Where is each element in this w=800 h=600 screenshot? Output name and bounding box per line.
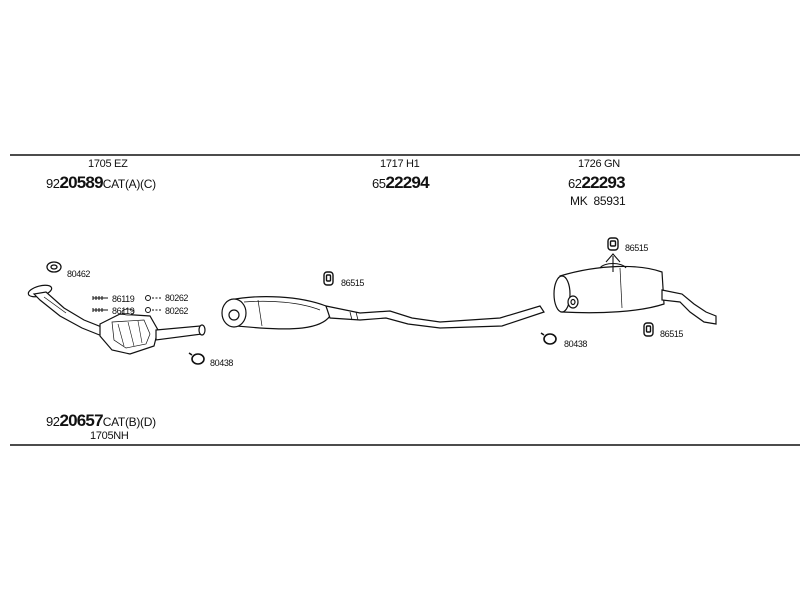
bottom-code: 1705NH <box>90 430 129 442</box>
part-number-rear-muffler: 6222293 <box>568 173 626 193</box>
callout-clamp-front: 80438 <box>210 358 234 368</box>
callout-bolt-2: 86119 <box>112 306 135 316</box>
clamp-rear-part <box>540 332 557 345</box>
callout-bolt-1: 86119 <box>112 294 135 304</box>
header-code-right: 1726 GN <box>578 158 620 170</box>
part-number-front-cat-b: 9220657CAT(B)(D) <box>46 411 156 431</box>
part-number-prefix: 62 <box>568 176 582 191</box>
callout-nut-2: 80262 <box>165 306 189 316</box>
mk-label: MK 85931 <box>570 194 626 208</box>
callout-hanger-rear-bottom: 86515 <box>660 329 684 339</box>
part-number-main: 20589 <box>59 173 103 192</box>
part-number-suffix: CAT(A)(C) <box>102 177 156 191</box>
header-code-left: 1705 EZ <box>88 158 128 170</box>
part-number-prefix: 92 <box>46 176 60 191</box>
part-number-main: 22294 <box>385 173 429 192</box>
hanger-rear-top-part <box>607 237 619 251</box>
callout-hanger-center: 86515 <box>341 278 365 288</box>
callout-nut-1: 80262 <box>165 293 189 303</box>
gasket-part <box>46 261 62 273</box>
bolt-part-1 <box>92 296 108 300</box>
callout-hanger-rear-top: 86515 <box>625 243 649 253</box>
callout-gasket-top: 80462 <box>67 269 91 279</box>
callout-clamp-rear: 80438 <box>564 339 588 349</box>
front-catalytic-converter <box>27 284 206 355</box>
part-number-prefix: 92 <box>46 414 60 429</box>
hanger-arrow <box>599 253 627 272</box>
clamp-front-part <box>188 352 205 365</box>
header-code-middle: 1717 H1 <box>380 158 420 170</box>
part-number-main: 22293 <box>581 173 625 192</box>
part-number-main: 20657 <box>59 411 103 430</box>
part-number-front-cat-a: 9220589CAT(A)(C) <box>46 173 156 193</box>
bolt-part-2 <box>92 308 108 312</box>
part-number-suffix: CAT(B)(D) <box>102 415 156 429</box>
hanger-rear-bottom-part <box>643 322 654 337</box>
center-muffler <box>221 296 545 330</box>
part-number-center-muffler: 6522294 <box>372 173 430 193</box>
rear-muffler <box>553 265 717 325</box>
nut-part-2 <box>145 307 162 313</box>
part-number-prefix: 65 <box>372 176 386 191</box>
hanger-center-part <box>323 271 334 286</box>
nut-part-1 <box>145 295 162 301</box>
